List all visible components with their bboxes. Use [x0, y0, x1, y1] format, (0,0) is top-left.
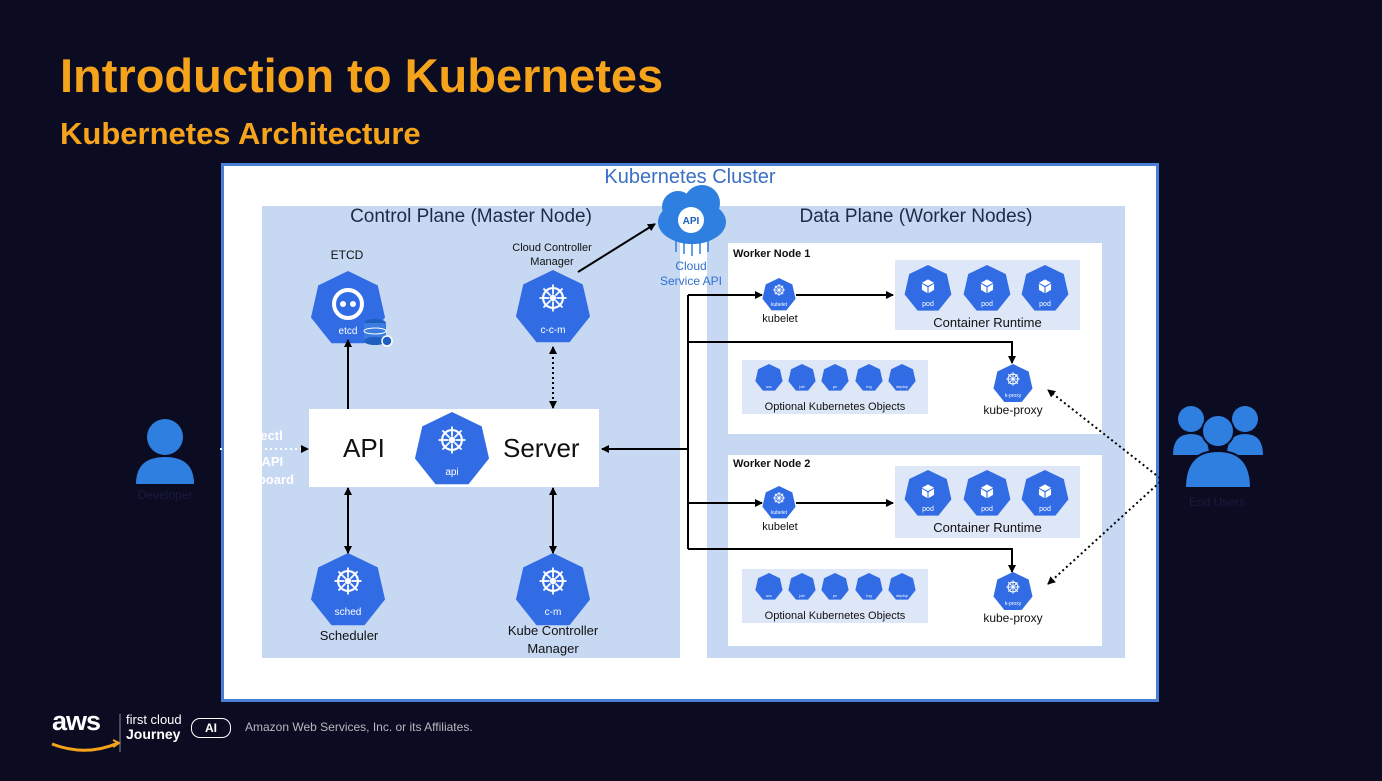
svg-text:pv: pv	[833, 593, 837, 598]
api-server-word-server: Server	[503, 433, 580, 463]
job-icon-1: job	[788, 364, 816, 391]
optional-objects-label-1: Optional Kubernetes Objects	[764, 401, 906, 413]
aws-logo-text: aws	[52, 706, 101, 736]
pod-icon-1c: pod	[1021, 265, 1069, 311]
slide-title: Introduction to Kubernetes	[60, 49, 664, 102]
end-users-label: End Users	[1188, 495, 1246, 509]
svg-text:deploy: deploy	[896, 593, 908, 598]
api-server-word-api: API	[343, 433, 385, 463]
api-server-icon: api	[414, 412, 490, 485]
deploy-icon-2: deploy	[888, 573, 916, 600]
control-plane-title: Control Plane (Master Node)	[350, 206, 592, 227]
bus-proxy2-arrow	[688, 548, 1016, 573]
svg-text:pv: pv	[833, 384, 837, 389]
svg-text:pod: pod	[1039, 506, 1051, 513]
kcm-label-line2: Manager	[527, 641, 579, 656]
worker-node-2-label: Worker Node 2	[733, 458, 811, 470]
svc-icon-2: svc	[755, 573, 783, 600]
ccm-cloud-arrow	[577, 223, 656, 273]
developer-tool-kubectl: kubectl	[237, 428, 283, 443]
svg-text:ing: ing	[866, 593, 871, 598]
svg-text:svc: svc	[766, 384, 772, 389]
pv-icon-2: pv	[821, 573, 849, 600]
slide-subtitle: Kubernetes Architecture	[60, 116, 421, 151]
svg-text:k-proxy: k-proxy	[1005, 393, 1022, 399]
pod-icon-2a: pod	[904, 470, 952, 516]
kcm-label-line1: Kube Controller	[507, 623, 599, 638]
etcd-icon: etcd	[310, 271, 386, 344]
svg-text:pod: pod	[1039, 301, 1051, 308]
scheduler-label: Scheduler	[319, 628, 379, 643]
developer-icon	[136, 419, 194, 484]
svg-text:deploy: deploy	[896, 384, 908, 389]
container-runtime-label-1: Container Runtime	[933, 315, 1042, 330]
cluster-label: Kubernetes Cluster	[604, 166, 776, 188]
svg-text:svc: svc	[766, 593, 772, 598]
ing-icon-1: ing	[855, 364, 883, 391]
svg-text:sched: sched	[335, 607, 362, 618]
kube-proxy-label-2: kube-proxy	[983, 611, 1043, 625]
pod-icon-1a: pod	[904, 265, 952, 311]
copyright-text: Amazon Web Services, Inc. or its Affilia…	[245, 720, 473, 734]
svg-text:job: job	[798, 384, 805, 389]
container-runtime-label-2: Container Runtime	[933, 520, 1042, 535]
brand-line2: Journey	[126, 726, 181, 742]
kube-proxy-icon-1: k-proxy	[993, 364, 1033, 403]
developer-label: Developer	[137, 488, 193, 502]
kubelet-label-2: kubelet	[762, 521, 798, 533]
optional-objects-label-2: Optional Kubernetes Objects	[764, 610, 906, 622]
svg-text:pod: pod	[981, 506, 993, 513]
worker-node-1-label: Worker Node 1	[733, 248, 811, 260]
svg-text:pod: pod	[922, 301, 934, 308]
cloud-api-label-line1: Cloud	[675, 259, 707, 273]
ccm-label-line1: Cloud Controller	[512, 242, 592, 254]
kube-proxy-icon-2: k-proxy	[993, 572, 1033, 611]
developer-tool-cli-api: CLI/API	[236, 454, 284, 469]
deploy-icon-1: deploy	[888, 364, 916, 391]
scheduler-icon: sched	[310, 553, 386, 626]
brand-line1: first cloud	[126, 712, 182, 727]
svg-text:k-proxy: k-proxy	[1005, 601, 1022, 607]
end-users-icon	[1173, 406, 1263, 489]
svg-text:pod: pod	[922, 506, 934, 513]
svg-text:kubelet: kubelet	[771, 510, 788, 516]
etcd-label: ETCD	[330, 248, 364, 262]
aws-smile-icon	[51, 741, 119, 752]
users-to-proxy2-arrow	[1047, 481, 1161, 585]
kube-controller-manager-icon: c-m	[515, 553, 591, 626]
brand-ai-badge: AI	[191, 718, 231, 738]
cloud-service-api-icon: API	[658, 185, 726, 256]
bus-proxy1-arrow	[688, 341, 1016, 364]
svg-text:API: API	[683, 216, 700, 227]
pod-icon-2b: pod	[963, 470, 1011, 516]
svg-text:kubelet: kubelet	[771, 302, 788, 308]
pod-icon-1b: pod	[963, 265, 1011, 311]
developer-tool-dashboard: Dashboard	[226, 472, 294, 487]
database-icon	[363, 319, 393, 347]
pv-icon-1: pv	[821, 364, 849, 391]
kube-proxy-label-1: kube-proxy	[983, 403, 1043, 417]
svg-text:ing: ing	[866, 384, 871, 389]
svg-text:pod: pod	[981, 301, 993, 308]
svg-text:c-c-m: c-c-m	[541, 325, 566, 336]
svg-text:etcd: etcd	[339, 326, 358, 337]
job-icon-2: job	[788, 573, 816, 600]
svg-text:job: job	[798, 593, 805, 598]
svg-text:c-m: c-m	[545, 607, 562, 618]
svc-icon-1: svc	[755, 364, 783, 391]
ccm-label-line2: Manager	[530, 256, 574, 268]
kubelet-icon-1: kubelet	[762, 278, 796, 311]
pod-icon-2c: pod	[1021, 470, 1069, 516]
kubelet-icon-2: kubelet	[762, 486, 796, 519]
svg-text:api: api	[445, 467, 458, 478]
cloud-controller-manager-icon: c-c-m	[515, 270, 591, 343]
ing-icon-2: ing	[855, 573, 883, 600]
data-plane-title: Data Plane (Worker Nodes)	[799, 206, 1033, 227]
users-to-proxy1-arrow	[1047, 389, 1161, 479]
kubelet-label-1: kubelet	[762, 313, 798, 325]
cloud-api-label-line2: Service API	[659, 274, 723, 288]
